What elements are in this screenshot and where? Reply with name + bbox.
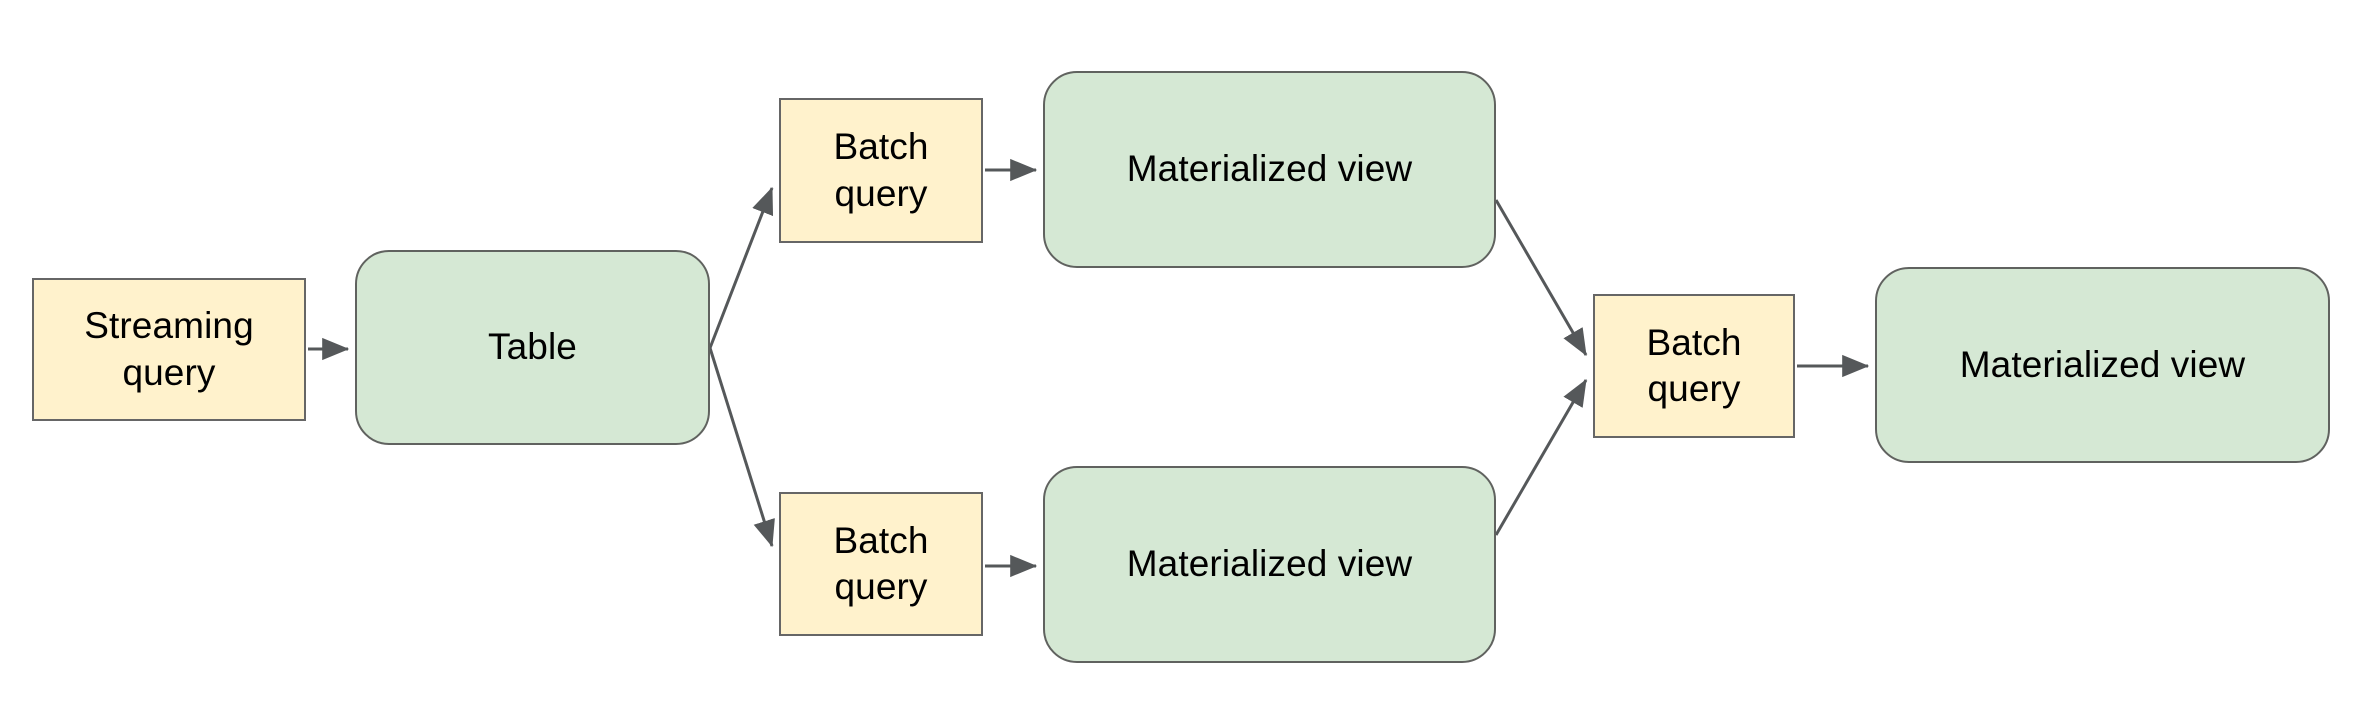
node-label: Batch query	[833, 126, 929, 214]
node-label: Batch query	[1646, 321, 1742, 409]
node-label: Materialized view	[1126, 543, 1413, 585]
edge-table-to-batch-query-bottom	[708, 347, 775, 548]
node-label: Streaming query	[84, 305, 254, 393]
edge-table-to-batch-query-top	[708, 186, 774, 349]
node-materialized-view-final[interactable]: Materialized view	[1875, 267, 2330, 463]
node-batch-query-bottom[interactable]: Batch query	[779, 492, 983, 636]
node-batch-query-top[interactable]: Batch query	[779, 98, 983, 243]
edge-materialized-view-top-to-batch-query-join	[1494, 199, 1588, 357]
edge-materialized-view-bottom-to-batch-query-join	[1494, 378, 1588, 536]
node-materialized-view-top[interactable]: Materialized view	[1043, 71, 1496, 268]
node-label: Batch query	[833, 519, 929, 607]
node-label: Materialized view	[1959, 343, 2246, 385]
node-batch-query-join[interactable]: Batch query	[1593, 294, 1795, 438]
node-streaming-query[interactable]: Streaming query	[32, 278, 306, 421]
node-table[interactable]: Table	[355, 250, 710, 445]
node-label: Materialized view	[1126, 148, 1413, 190]
node-label: Table	[488, 326, 577, 368]
node-materialized-view-bottom[interactable]: Materialized view	[1043, 466, 1496, 663]
